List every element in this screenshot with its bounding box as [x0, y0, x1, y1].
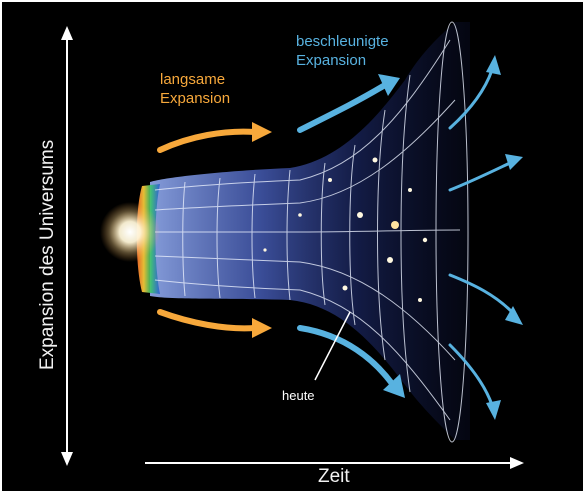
y-axis-label: Expansion des Universums: [37, 139, 58, 370]
funnel-grid: [154, 21, 469, 443]
fast-expansion-arrows: [297, 82, 396, 388]
x-axis-label: Zeit: [318, 466, 350, 487]
galaxies: [263, 157, 428, 302]
slow-expansion-label: langsame Expansion: [160, 70, 230, 108]
accelerated-expansion-label: beschleunigte Expansion: [296, 32, 389, 70]
today-label: heute: [282, 388, 315, 403]
slow-expansion-line1: langsame: [160, 71, 226, 88]
accelerated-expansion-line2: Expansion: [296, 52, 367, 69]
accelerated-expansion-line1: beschleunigte: [296, 33, 389, 50]
today-pointer: [314, 311, 351, 381]
slow-expansion-line2: Expansion: [160, 90, 231, 107]
slow-expansion-arrows: [157, 128, 258, 332]
big-bang-glow: [100, 202, 160, 262]
funnel-body: [150, 22, 470, 440]
x-axis: [145, 457, 524, 469]
outer-expansion-arrows: [448, 68, 514, 407]
y-axis: [61, 26, 73, 466]
